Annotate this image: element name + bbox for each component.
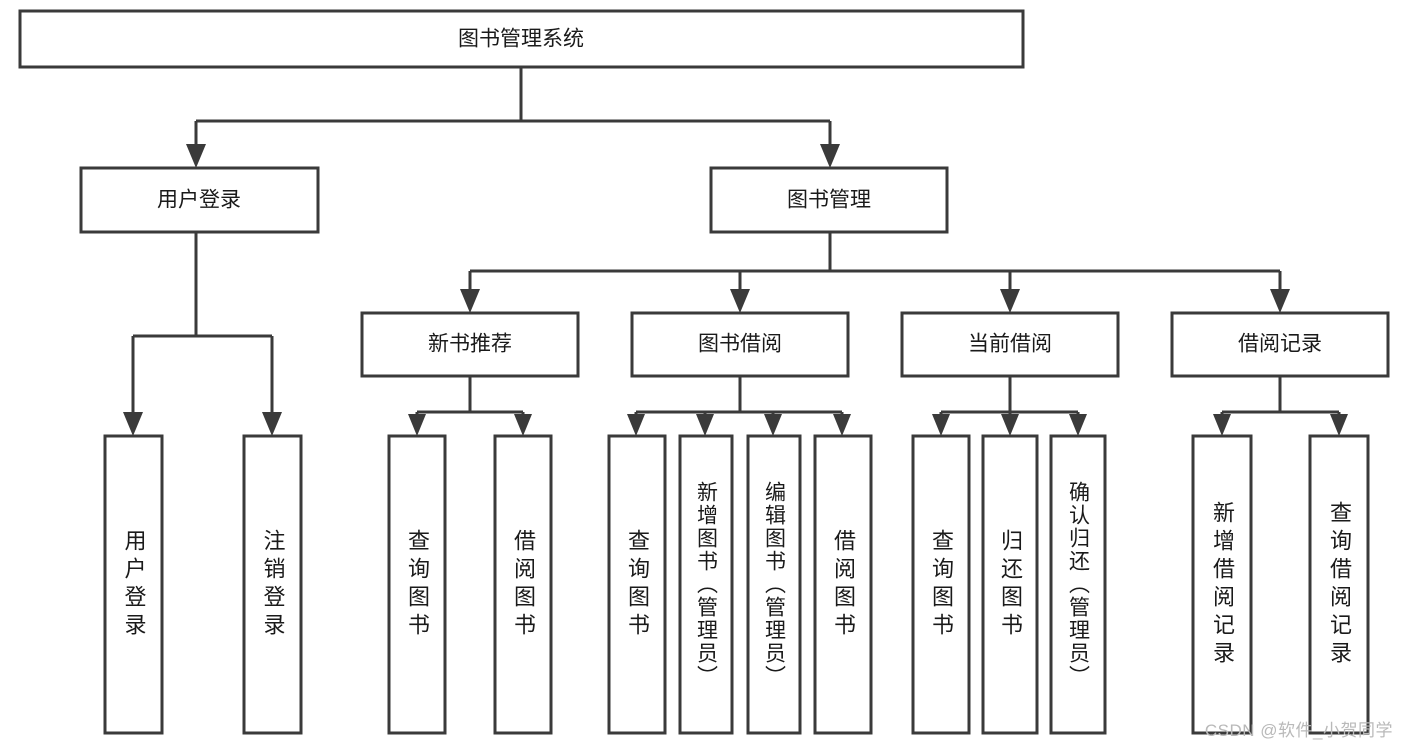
arrowhead-book-mgmt <box>820 144 840 168</box>
node-book-mgmt-label: 图书管理 <box>787 189 871 212</box>
arrowhead-leaf-logout-login <box>262 412 282 436</box>
node-book-borrow-label: 图书借阅 <box>698 333 782 356</box>
node-leaf-query-book-3[interactable] <box>911 434 971 735</box>
node-book-borrow[interactable]: 图书借阅 <box>630 311 850 378</box>
node-leaf-add-record[interactable] <box>1191 434 1253 735</box>
arrowhead-borrow-book-2 <box>833 414 851 436</box>
node-user-login[interactable]: 用户登录 <box>79 166 320 234</box>
node-leaf-borrow-book-2-box[interactable] <box>813 434 873 735</box>
node-leaf-logout-login-box[interactable] <box>242 434 303 735</box>
arrowhead-new-book-rec <box>460 289 480 313</box>
arrowhead-borrow-book-1 <box>514 414 532 436</box>
node-leaf-add-record-box[interactable] <box>1191 434 1253 735</box>
node-leaf-confirm-return-box[interactable] <box>1049 434 1107 735</box>
arrowhead-borrow-record <box>1270 289 1290 313</box>
arrowhead-book-borrow <box>730 289 750 313</box>
node-leaf-query-book-1-box[interactable] <box>387 434 447 735</box>
connector-layer <box>123 67 1348 436</box>
node-borrow-record-label: 借阅记录 <box>1238 333 1322 356</box>
node-new-book-rec-box[interactable] <box>360 311 580 378</box>
arrowhead-query-book-2 <box>627 414 645 436</box>
node-leaf-logout-login[interactable] <box>242 434 303 735</box>
node-leaf-return-book-box[interactable] <box>981 434 1039 735</box>
node-leaf-borrow-book-1[interactable] <box>493 434 553 735</box>
arrowhead-user-login <box>186 144 206 168</box>
node-current-borrow-box[interactable] <box>900 311 1120 378</box>
node-leaf-confirm-return[interactable] <box>1049 434 1107 735</box>
node-leaf-borrow-book-2[interactable] <box>813 434 873 735</box>
arrowhead-query-record <box>1330 414 1348 436</box>
node-leaf-add-book[interactable] <box>678 434 734 735</box>
arrowhead-return-book <box>1001 414 1019 436</box>
arrowhead-add-book <box>696 414 714 436</box>
node-book-mgmt-box[interactable] <box>709 166 949 234</box>
node-leaf-edit-book-box[interactable] <box>746 434 802 735</box>
node-leaf-query-book-1[interactable] <box>387 434 447 735</box>
node-borrow-record-box[interactable] <box>1170 311 1390 378</box>
node-leaf-user-login[interactable] <box>103 434 164 735</box>
node-current-borrow-label: 当前借阅 <box>968 333 1052 356</box>
node-user-login-box[interactable] <box>79 166 320 234</box>
node-leaf-edit-book[interactable] <box>746 434 802 735</box>
node-leaf-query-book-2-box[interactable] <box>607 434 667 735</box>
arrowhead-query-book-3 <box>932 414 950 436</box>
node-leaf-user-login-box[interactable] <box>103 434 164 735</box>
node-leaf-return-book[interactable] <box>981 434 1039 735</box>
node-leaf-query-record-box[interactable] <box>1308 434 1370 735</box>
node-root[interactable]: 图书管理系统 <box>18 9 1025 69</box>
node-book-mgmt[interactable]: 图书管理 <box>709 166 949 234</box>
node-leaf-query-book-3-box[interactable] <box>911 434 971 735</box>
arrowhead-leaf-user-login <box>123 412 143 436</box>
node-book-borrow-box[interactable] <box>630 311 850 378</box>
arrowhead-query-book-1 <box>408 414 426 436</box>
node-new-book-rec-label: 新书推荐 <box>428 333 512 356</box>
node-root-label: 图书管理系统 <box>458 28 584 51</box>
node-current-borrow[interactable]: 当前借阅 <box>900 311 1120 378</box>
node-borrow-record[interactable]: 借阅记录 <box>1170 311 1390 378</box>
node-leaf-query-record[interactable] <box>1308 434 1370 735</box>
node-leaf-borrow-book-1-box[interactable] <box>493 434 553 735</box>
node-leaf-query-book-2[interactable] <box>607 434 667 735</box>
arrowhead-current-borrow <box>1000 289 1020 313</box>
node-root-box[interactable] <box>18 9 1025 69</box>
arrowhead-confirm-return <box>1069 414 1087 436</box>
node-user-login-label: 用户登录 <box>157 189 241 212</box>
arrowhead-edit-book <box>764 414 782 436</box>
node-new-book-rec[interactable]: 新书推荐 <box>360 311 580 378</box>
arrowhead-add-record <box>1213 414 1231 436</box>
node-leaf-add-book-box[interactable] <box>678 434 734 735</box>
